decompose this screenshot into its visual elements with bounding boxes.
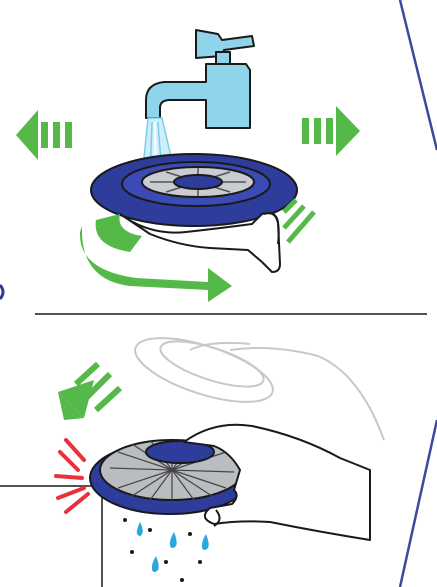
rotate-arrow-icon <box>80 214 232 302</box>
filter-ghost-icon <box>128 325 384 440</box>
faucet-icon <box>146 30 254 128</box>
twist-marks-icon <box>284 200 314 242</box>
panel-border <box>400 0 437 587</box>
left-arrow-icon <box>16 110 72 160</box>
water-drops-icon <box>123 518 209 582</box>
right-arrow-icon <box>302 106 360 156</box>
impact-marks-icon <box>56 440 88 512</box>
edge-mark <box>0 285 3 299</box>
tap-motion-arrow-icon <box>58 364 120 420</box>
table-edge <box>0 486 102 587</box>
